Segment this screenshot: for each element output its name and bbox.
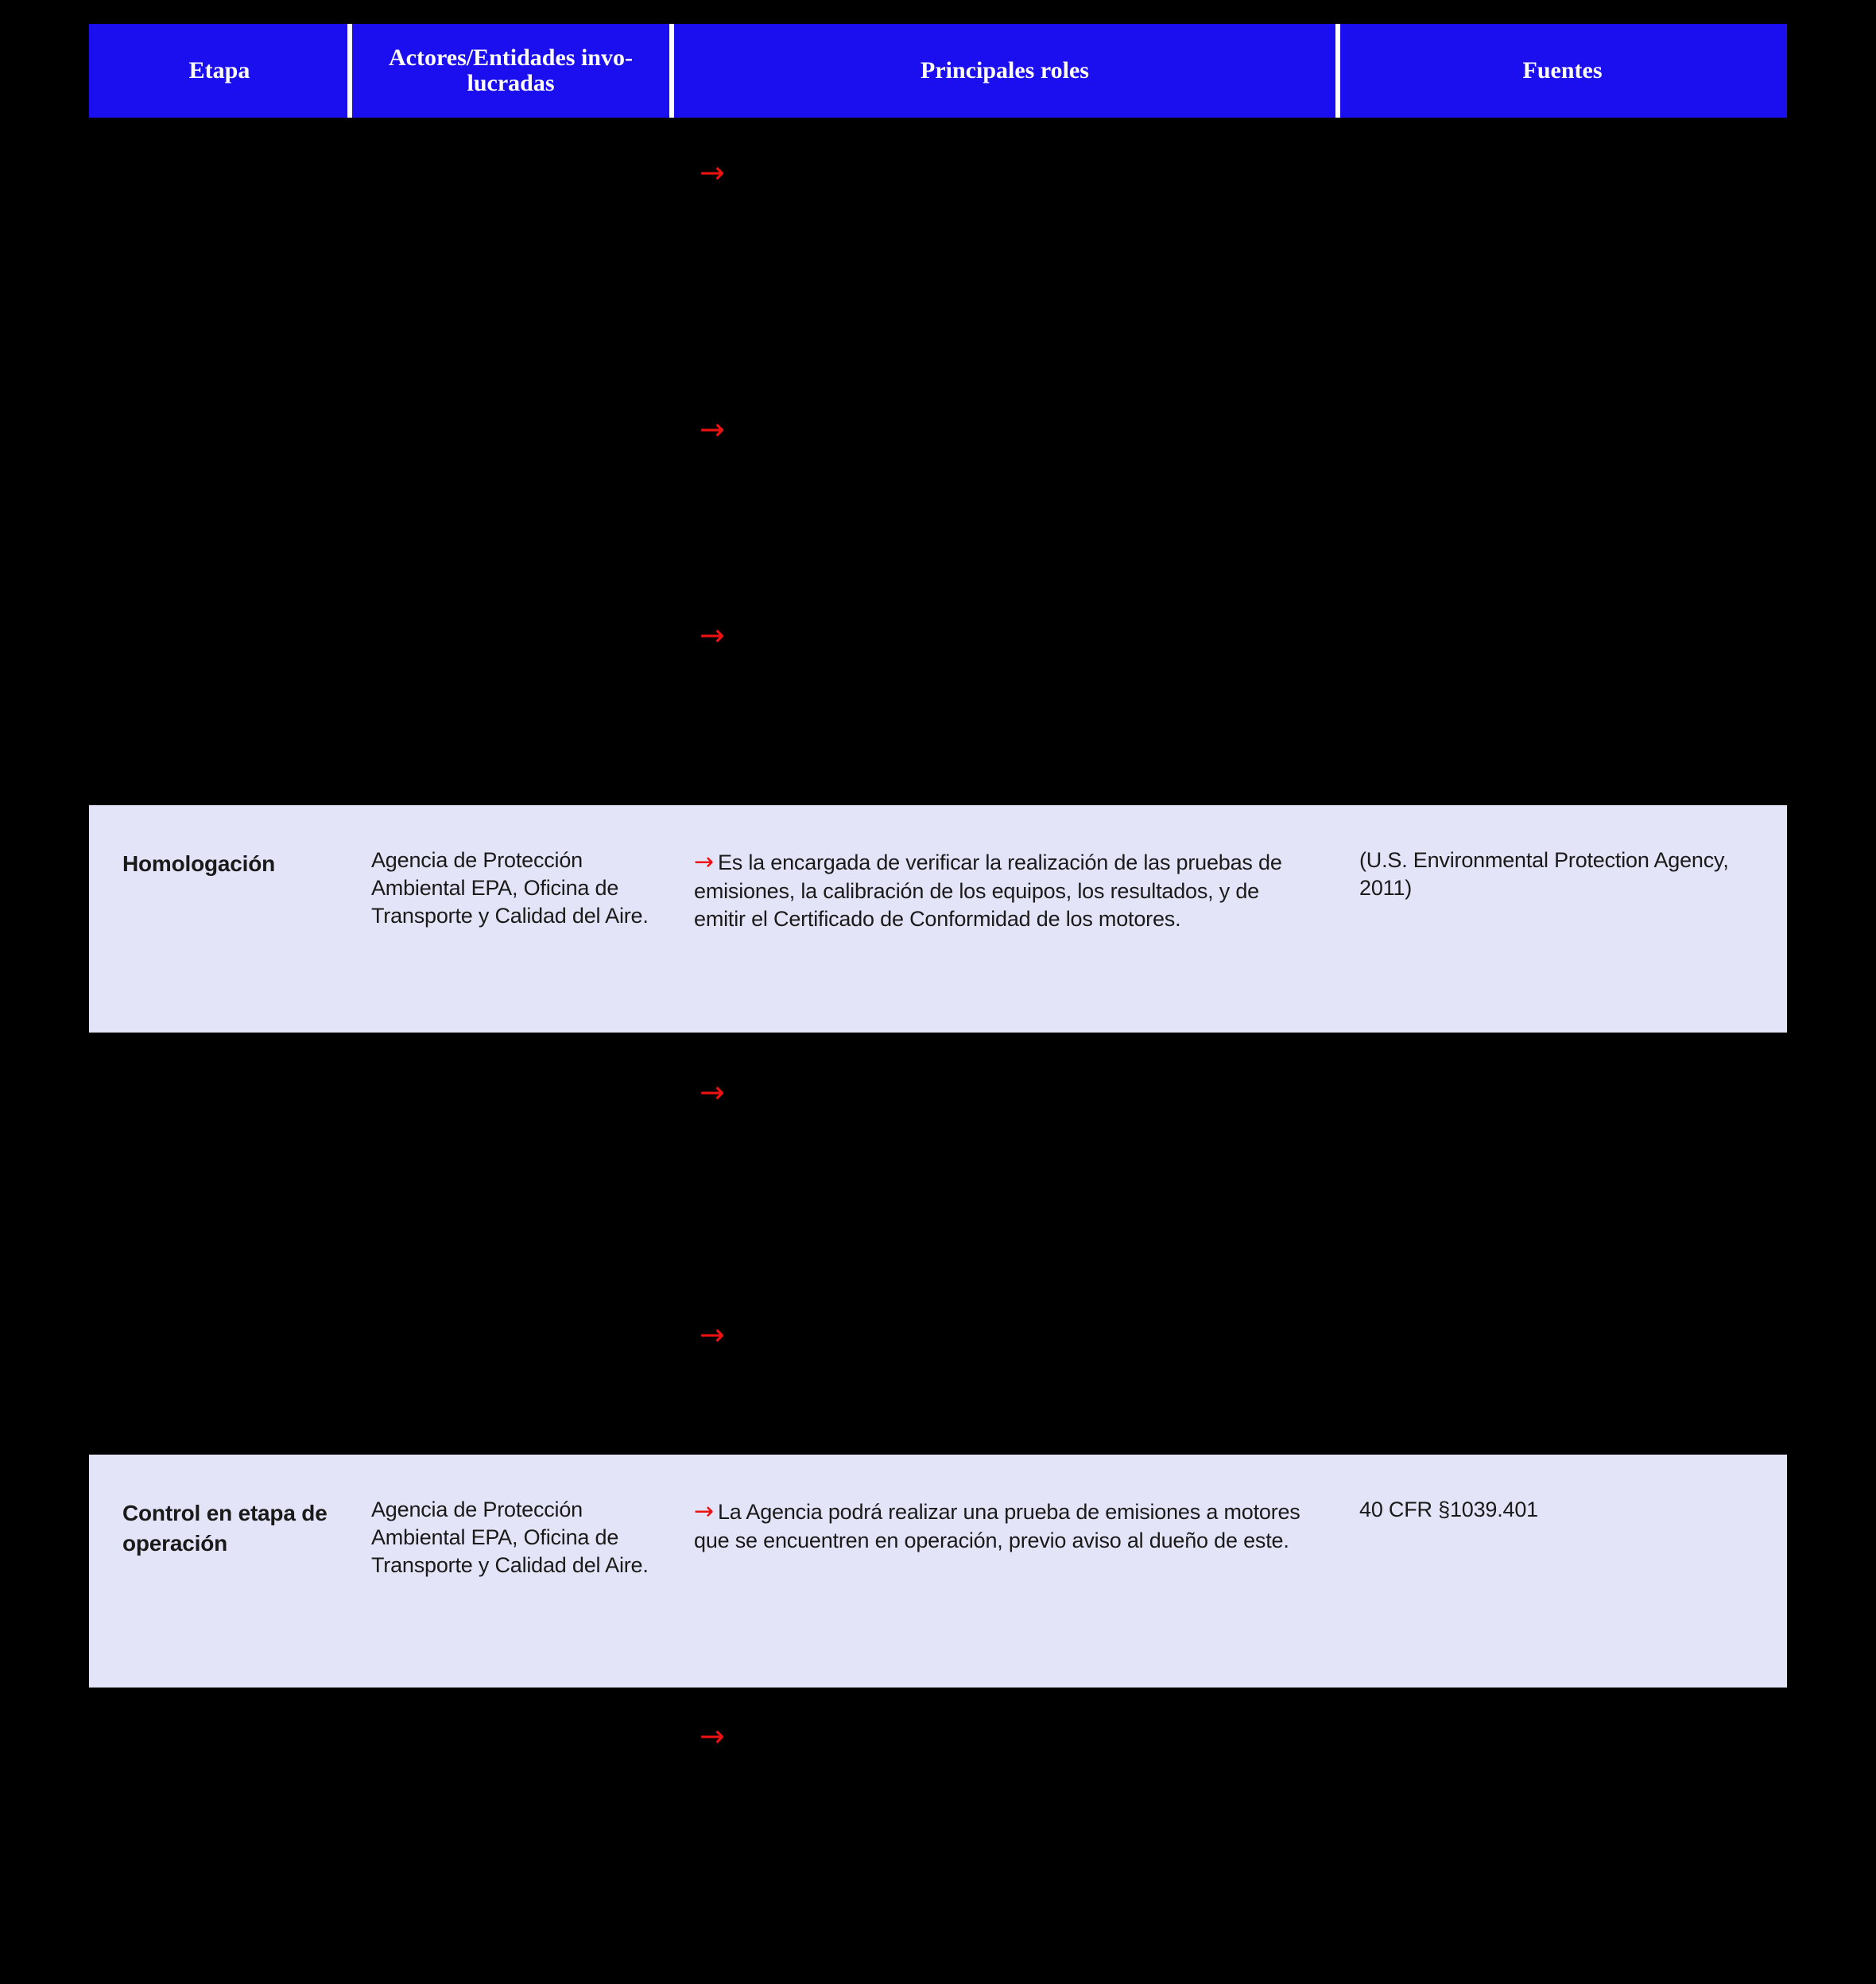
column-header-roles: Principales roles <box>669 24 1338 118</box>
column-header-fuentes-label: Fuentes <box>1522 56 1603 83</box>
cell-roles: →La Agencia podrá realizar una prueba de… <box>672 1455 1338 1555</box>
column-header-actores: Actores/Entidades invo-lucradas <box>347 24 672 118</box>
cell-etapa: Control en etapa de operación <box>122 1501 328 1556</box>
column-header-etapa: Etapa <box>89 24 350 118</box>
arrow-right-icon: → <box>694 848 714 876</box>
cell-fuentes: (U.S. Environmental Protection Agency, 2… <box>1359 848 1729 901</box>
arrow-right-icon: → <box>700 1075 725 1110</box>
table-row: Control en etapa de operación Agencia de… <box>89 1455 1787 1688</box>
cell-actores: Agencia de Protección Ambiental EPA, Ofi… <box>371 848 649 928</box>
arrow-right-icon: → <box>700 155 725 190</box>
column-header-fuentes: Fuentes <box>1335 24 1787 118</box>
cell-etapa: Homologación <box>122 851 276 876</box>
table-header-row: Etapa Actores/Entidades invo-lucradas Pr… <box>89 24 1787 118</box>
arrow-right-icon: → <box>694 1498 714 1525</box>
cell-roles-text: Es la encargada de verificar la realizac… <box>694 851 1282 932</box>
cell-roles-text: La Agencia podrá realizar una prueba de … <box>694 1500 1300 1552</box>
table-row: Homologación Agencia de Protección Ambie… <box>89 805 1787 1033</box>
arrow-right-icon: → <box>700 1719 725 1753</box>
column-header-etapa-label: Etapa <box>188 56 250 83</box>
cell-roles: →Es la encargada de verificar la realiza… <box>672 805 1338 933</box>
arrow-right-icon: → <box>700 1317 725 1352</box>
cell-fuentes: 40 CFR §1039.401 <box>1359 1498 1538 1521</box>
column-header-actores-label: Actores/Entidades invo-lucradas <box>389 44 633 96</box>
column-header-roles-label: Principales roles <box>921 56 1089 83</box>
arrow-right-icon: → <box>700 412 725 447</box>
cell-actores: Agencia de Protección Ambiental EPA, Ofi… <box>371 1498 649 1578</box>
arrow-right-icon: → <box>700 618 725 653</box>
